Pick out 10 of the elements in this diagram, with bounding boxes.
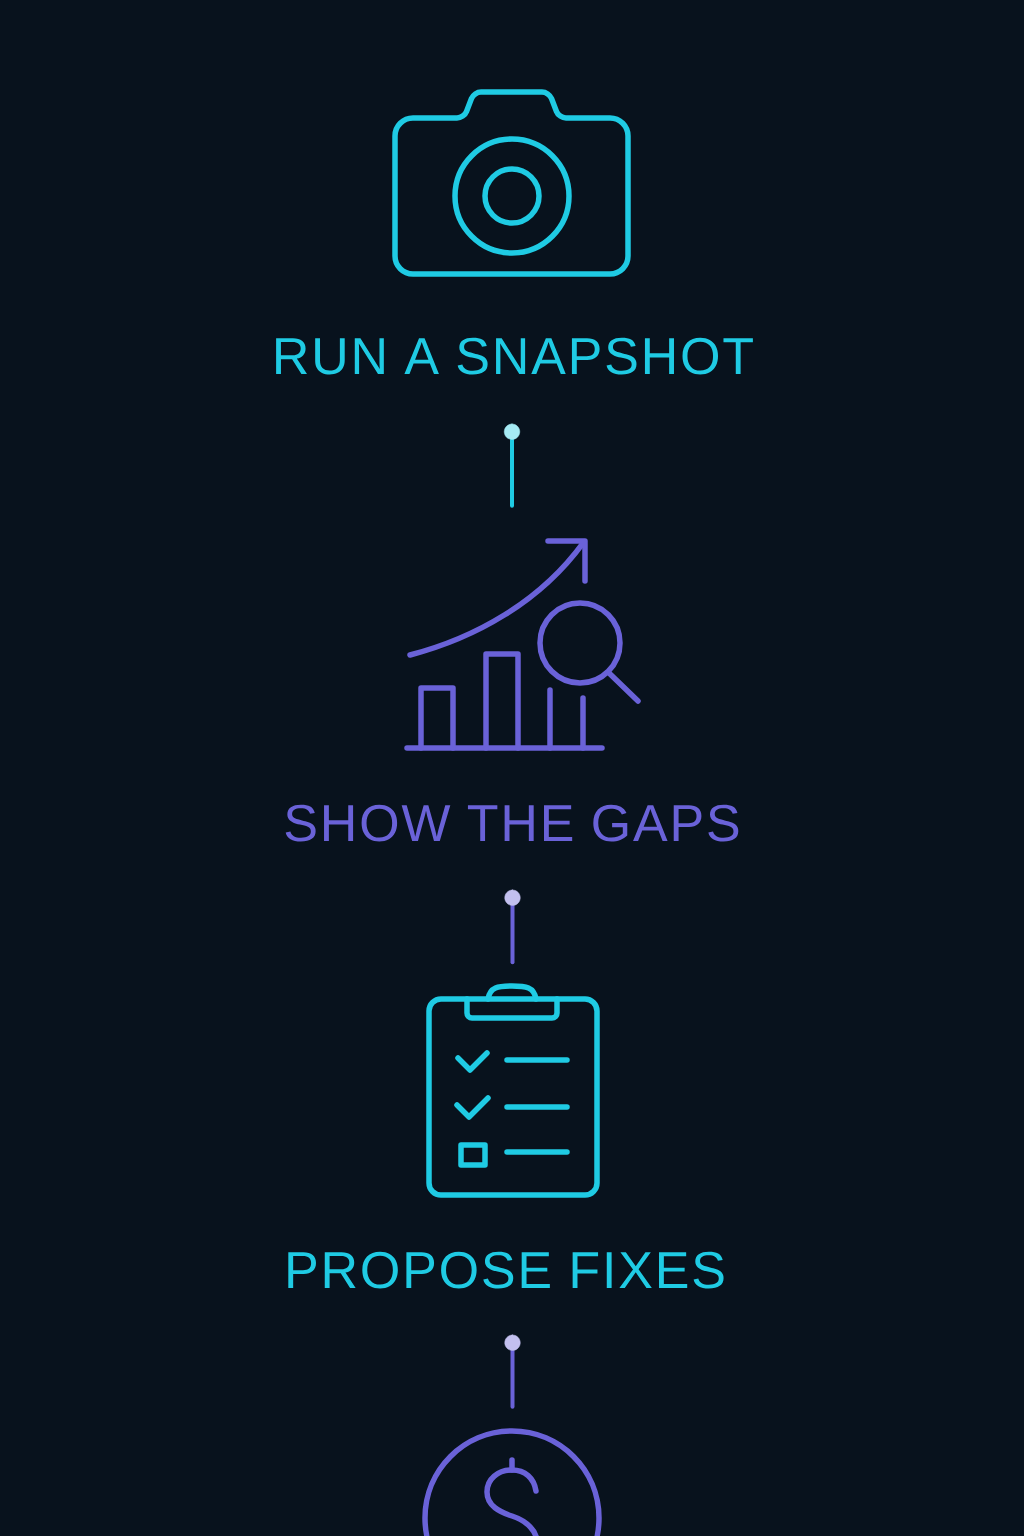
step-label: RUN A SNAPSHOT bbox=[276, 337, 753, 375]
step-label: PROPOSE FIXES bbox=[288, 1251, 724, 1289]
checklist-clipboard-icon bbox=[426, 983, 600, 1198]
connector bbox=[504, 1334, 521, 1409]
dollar-coin-icon bbox=[422, 1428, 602, 1536]
step-label: SHOW THE GAPS bbox=[285, 804, 739, 842]
camera-icon bbox=[392, 89, 631, 277]
chart-magnifier-icon bbox=[404, 538, 641, 751]
connector bbox=[504, 889, 521, 965]
connector bbox=[504, 423, 520, 508]
